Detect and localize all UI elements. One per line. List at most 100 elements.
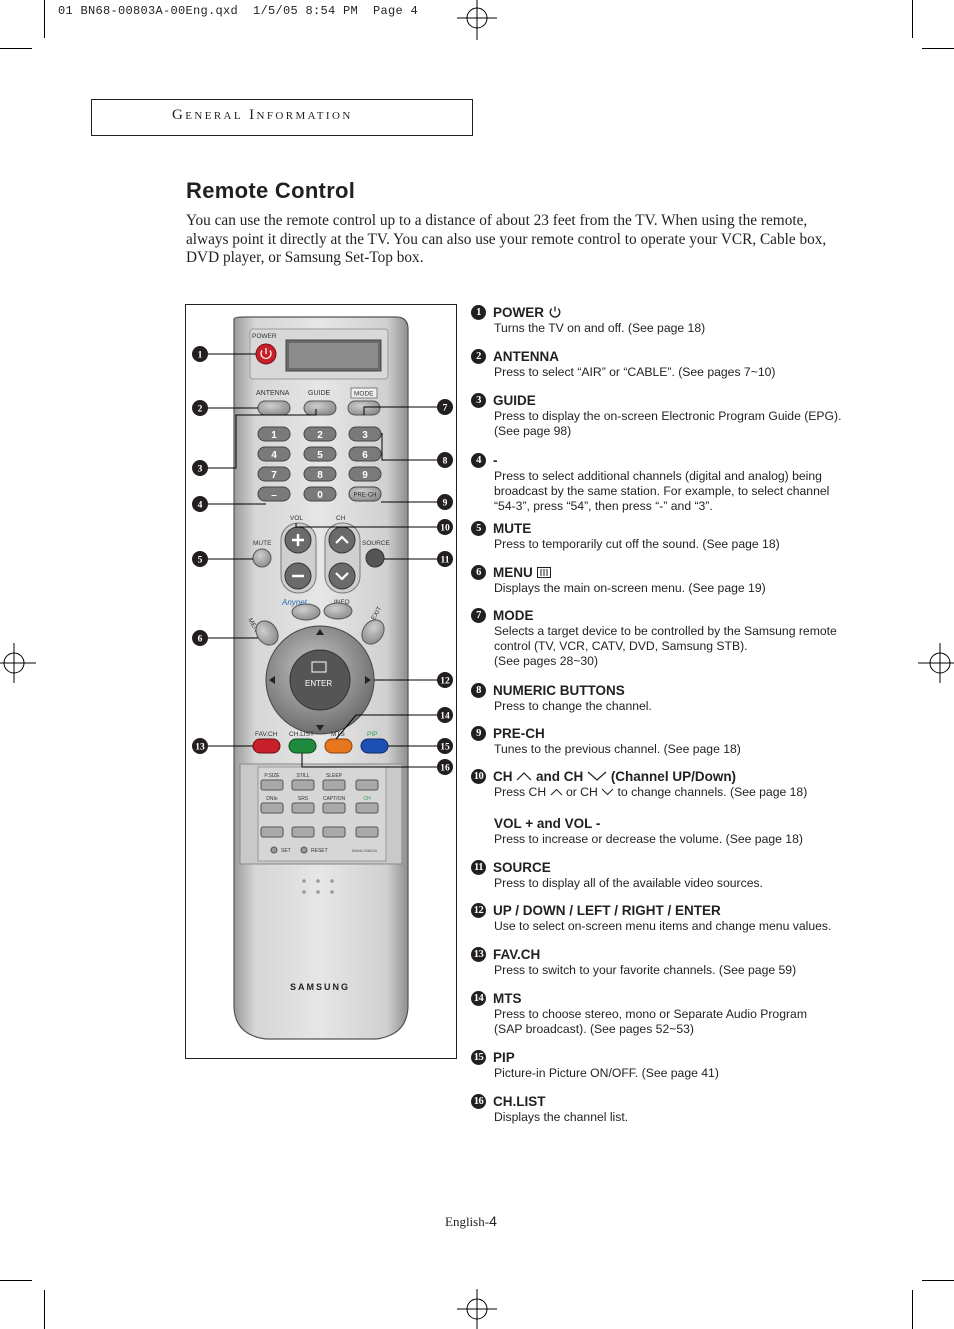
trim-mark (922, 1280, 954, 1281)
remote-transport-button[interactable] (322, 826, 346, 838)
item-number: 13 (471, 947, 486, 962)
trim-mark (0, 48, 32, 49)
remote-lower-button[interactable] (322, 802, 346, 814)
remote-digit-button[interactable] (303, 486, 337, 502)
footer-language: English- (445, 1214, 490, 1229)
remote-digit-label: 8 (317, 470, 323, 481)
remote-chlist-button[interactable] (288, 738, 317, 754)
remote-lower-button[interactable] (322, 779, 346, 791)
callout-number: 15 (440, 743, 450, 753)
remote-digit-button[interactable] (257, 426, 291, 442)
remote-digit-button[interactable] (303, 446, 337, 462)
remote-digit-button[interactable] (257, 486, 291, 502)
remote-mts-button[interactable] (324, 738, 353, 754)
remote-speaker-holes (302, 879, 334, 894)
item-desc: Use to select on-screen menu items and c… (494, 919, 832, 933)
remote-exit-button[interactable] (357, 616, 388, 649)
remote-digit-button[interactable] (348, 466, 382, 482)
remote-model-label: BN68-00803A (352, 848, 377, 853)
remote-mute-label: MUTE (253, 540, 272, 547)
item-number: 12 (471, 903, 486, 918)
item-desc: Displays the main on-screen menu. (See p… (494, 581, 766, 595)
remote-digit-button[interactable] (348, 426, 382, 442)
item-number: 16 (471, 1094, 486, 1109)
item-desc: Selects a target device to be controlled… (494, 624, 837, 668)
remote-lower-button[interactable] (260, 802, 284, 814)
callout-number: 1 (198, 351, 203, 361)
item-number: 9 (471, 726, 486, 741)
remote-chlist-label: CH.LIST (289, 731, 314, 738)
item-label: MTS (493, 991, 522, 1006)
item-label: MENU (493, 564, 551, 581)
remote-reset-label: RESET (311, 848, 328, 854)
trim-mark (0, 1280, 32, 1281)
remote-lower-button[interactable] (291, 802, 315, 814)
remote-digit-button[interactable] (257, 466, 291, 482)
item-label: PRE-CH (493, 726, 545, 741)
item-desc: Press to choose stereo, mono or Separate… (494, 1007, 807, 1036)
page-number: 4 (489, 1213, 497, 1229)
remote-power-label: POWER (252, 333, 277, 340)
remote-digit-label: 2 (317, 430, 323, 441)
remote-antenna-button[interactable] (257, 400, 291, 416)
remote-digit-button[interactable] (303, 466, 337, 482)
remote-lower-button[interactable] (260, 779, 284, 791)
callout-number: 9 (443, 499, 448, 509)
item-desc: Press to select “AIR” or “CABLE”. (See p… (494, 365, 776, 379)
registration-mark (457, 1289, 497, 1329)
remote-digit-label: 6 (362, 450, 368, 461)
item-number: 7 (471, 608, 486, 623)
callout-badge (437, 707, 453, 723)
remote-digit-button[interactable] (257, 446, 291, 462)
remote-reset-button[interactable] (300, 846, 308, 854)
remote-digit-label: 4 (271, 450, 277, 461)
remote-source-button[interactable] (365, 548, 385, 568)
remote-info-button[interactable] (323, 602, 353, 620)
callout-badge (437, 672, 453, 688)
remote-digit-button[interactable] (348, 446, 382, 462)
remote-lower-button[interactable] (355, 779, 379, 791)
file-slug: 01 BN68-00803A-00Eng.qxd 1/5/05 8:54 PM … (58, 4, 419, 18)
item-label: SOURCE (493, 860, 551, 875)
remote-lower-button[interactable] (291, 779, 315, 791)
item-number: 10 (471, 769, 486, 784)
remote-lower-label: DNIe (266, 796, 278, 802)
item-label: POWER (493, 304, 562, 321)
callout-badge (437, 759, 453, 775)
callout-number: 7 (443, 404, 448, 414)
remote-guide-button[interactable] (303, 400, 337, 416)
remote-menu-button[interactable] (251, 617, 282, 650)
remote-prech-label: PRE-CH (353, 493, 376, 499)
callout-badge (192, 738, 208, 754)
registration-mark (457, 0, 497, 40)
remote-antenna-label: ANTENNA (256, 390, 290, 397)
remote-ch-up-button[interactable] (328, 526, 356, 554)
remote-transport-button[interactable] (355, 826, 379, 838)
remote-transport-button[interactable] (291, 826, 315, 838)
remote-anynet-button[interactable] (291, 603, 321, 621)
remote-mute-button[interactable] (252, 548, 272, 568)
item-desc: Press to switch to your favorite channel… (494, 963, 797, 977)
remote-enter-button[interactable] (289, 649, 351, 711)
item-number: 14 (471, 991, 486, 1006)
remote-transport-button[interactable] (260, 826, 284, 838)
remote-ch-down-button[interactable] (328, 562, 356, 590)
registration-mark (0, 643, 36, 683)
remote-mode-label: MODE (354, 391, 374, 398)
section-title: General Information (172, 107, 353, 123)
item-desc: Picture-in Picture ON/OFF. (See page 41) (494, 1066, 719, 1080)
remote-vol-label: VOL (290, 515, 303, 522)
item-desc: Press to change the channel. (494, 699, 652, 713)
remote-digit-button[interactable] (303, 426, 337, 442)
remote-prech-button[interactable] (348, 486, 382, 502)
remote-favch-button[interactable] (252, 738, 281, 754)
remote-pip-button[interactable] (360, 738, 389, 754)
callout-lines (206, 353, 438, 768)
remote-set-button[interactable] (270, 846, 278, 854)
remote-lower-button[interactable] (355, 802, 379, 814)
remote-pip-label: PIP (367, 731, 377, 738)
trim-mark (912, 0, 913, 38)
remote-brand-logo: SAMSUNG (290, 982, 350, 992)
